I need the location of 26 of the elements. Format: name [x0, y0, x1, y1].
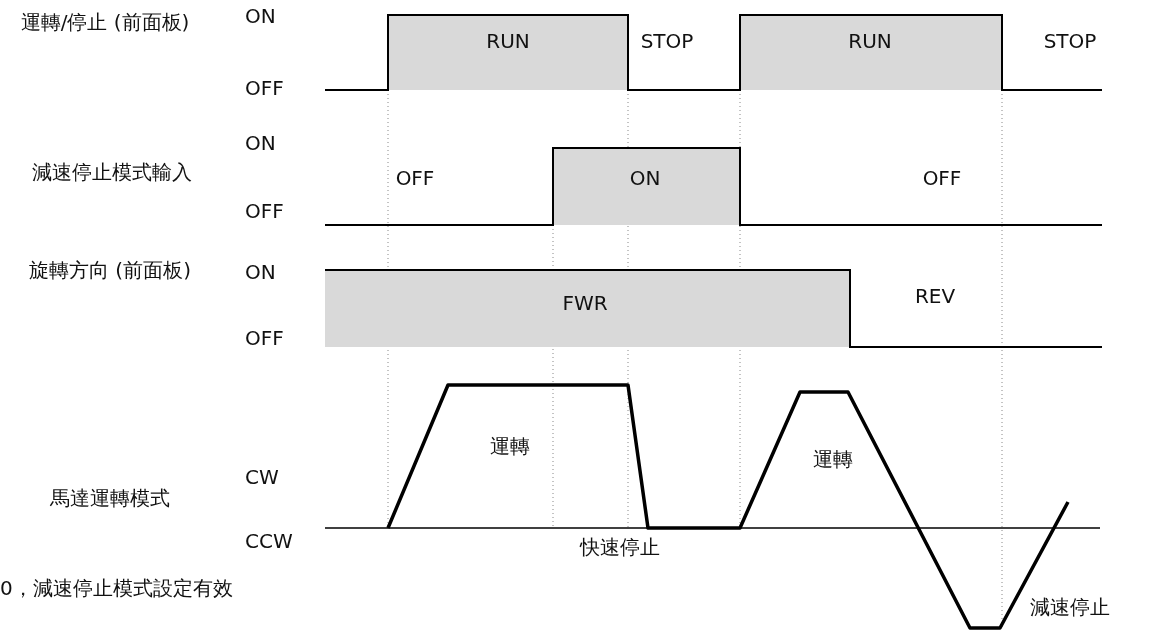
state-label: STOP [1043, 28, 1097, 54]
signal-name: 減速停止模式輸入 [31, 159, 193, 186]
level-label: ON [245, 259, 276, 285]
level-label: ON [245, 130, 276, 156]
level-label: ON [245, 3, 276, 29]
annotation: 快速停止 [580, 534, 660, 560]
level-label: CW [245, 464, 279, 490]
state-label: OFF [922, 165, 962, 191]
level-label: CCW [245, 528, 293, 554]
state-label: REV [914, 283, 956, 309]
state-label: FWR [562, 290, 608, 316]
state-label: 運轉 [490, 433, 530, 459]
level-label: OFF [245, 198, 284, 224]
signal-name: 馬達運轉模式 [49, 485, 171, 512]
level-label: OFF [245, 325, 284, 351]
state-label: ON [629, 165, 661, 191]
note: 0，減速停止模式設定有效 [0, 575, 233, 601]
state-label: OFF [395, 165, 435, 191]
state-label: STOP [640, 28, 694, 54]
state-label: 運轉 [813, 446, 853, 472]
state-label: RUN [848, 28, 892, 54]
level-label: OFF [245, 75, 284, 101]
state-label: RUN [486, 28, 530, 54]
annotation: 減速停止 [1030, 594, 1110, 620]
signal-name: 運轉/停止 (前面板) [19, 9, 191, 36]
signal-name: 旋轉方向 (前面板) [28, 257, 192, 284]
